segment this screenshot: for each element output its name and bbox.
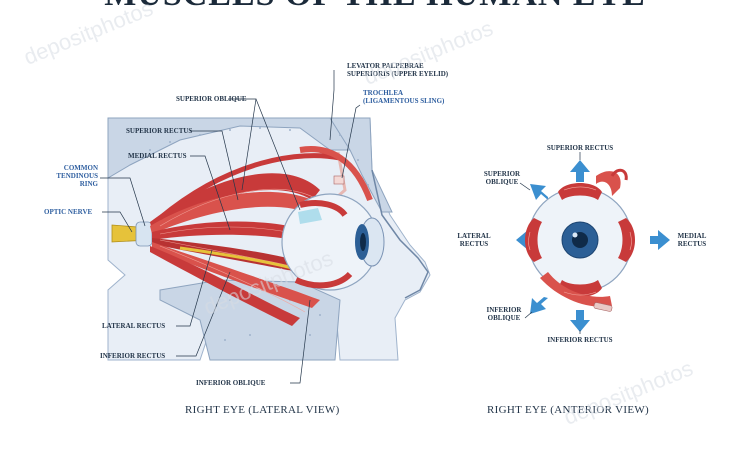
arrow-right: [650, 230, 670, 250]
arrow-down-left: [530, 297, 548, 314]
arrow-down: [570, 310, 590, 332]
anterior-muscles: [525, 168, 635, 312]
label-anterior-superior-oblique-line2: OBLIQUE: [485, 178, 519, 186]
label-anterior-superior-oblique-line1: SUPERIOR: [483, 170, 521, 178]
label-lateral-rectus: LATERAL RECTUS: [102, 322, 166, 330]
lateral-rectus-anterior: [525, 218, 542, 262]
label-superior-rectus: SUPERIOR RECTUS: [126, 127, 193, 135]
label-superior-oblique: SUPERIOR OBLIQUE: [176, 95, 247, 103]
label-inferior-rectus: INFERIOR RECTUS: [100, 352, 166, 360]
arrow-up-left: [530, 184, 548, 200]
arrow-up: [570, 160, 590, 182]
superior-rectus-anterior: [558, 183, 602, 200]
label-anterior-medial-rectus-line2: RECTUS: [677, 240, 707, 248]
face-profile: [371, 169, 429, 299]
label-medial-rectus: MEDIAL RECTUS: [128, 152, 187, 160]
label-levator-line1: LEVATOR PALPEBRAE: [347, 62, 424, 70]
medial-rectus-anterior: [618, 218, 635, 262]
label-anterior-inferior-rectus: INFERIOR RECTUS: [547, 336, 613, 344]
page-title: MUSCLES OF THE HUMAN EYE: [0, 0, 750, 14]
caption-anterior-view: RIGHT EYE (ANTERIOR VIEW): [487, 404, 649, 416]
label-anterior-lateral-rectus-line1: LATERAL: [457, 232, 491, 240]
label-common-line1: COMMON: [63, 164, 98, 172]
label-trochlea-line1: TROCHLEA: [363, 89, 404, 97]
label-anterior-inferior-oblique-line2: OBLIQUE: [487, 314, 521, 322]
caption-lateral-view: RIGHT EYE (LATERAL VIEW): [185, 404, 340, 416]
label-common-line2: TENDINOUS: [56, 172, 98, 180]
label-trochlea-line2: (LIGAMENTOUS SLING): [363, 97, 445, 105]
label-anterior-superior-rectus: SUPERIOR RECTUS: [546, 144, 614, 152]
label-common-line3: RING: [79, 180, 98, 188]
label-anterior-medial-rectus-line1: MEDIAL: [677, 232, 707, 240]
label-optic-nerve: OPTIC NERVE: [44, 208, 93, 216]
superior-oblique-anterior: [596, 171, 621, 196]
label-anterior-inferior-oblique-line1: INFERIOR: [486, 306, 522, 314]
label-inferior-oblique: INFERIOR OBLIQUE: [196, 379, 266, 387]
inferior-oblique-anterior: [540, 272, 612, 307]
label-anterior-lateral-rectus-line2: RECTUS: [459, 240, 489, 248]
label-levator-line2: SUPERIORIS (UPPER EYELID): [347, 70, 449, 78]
